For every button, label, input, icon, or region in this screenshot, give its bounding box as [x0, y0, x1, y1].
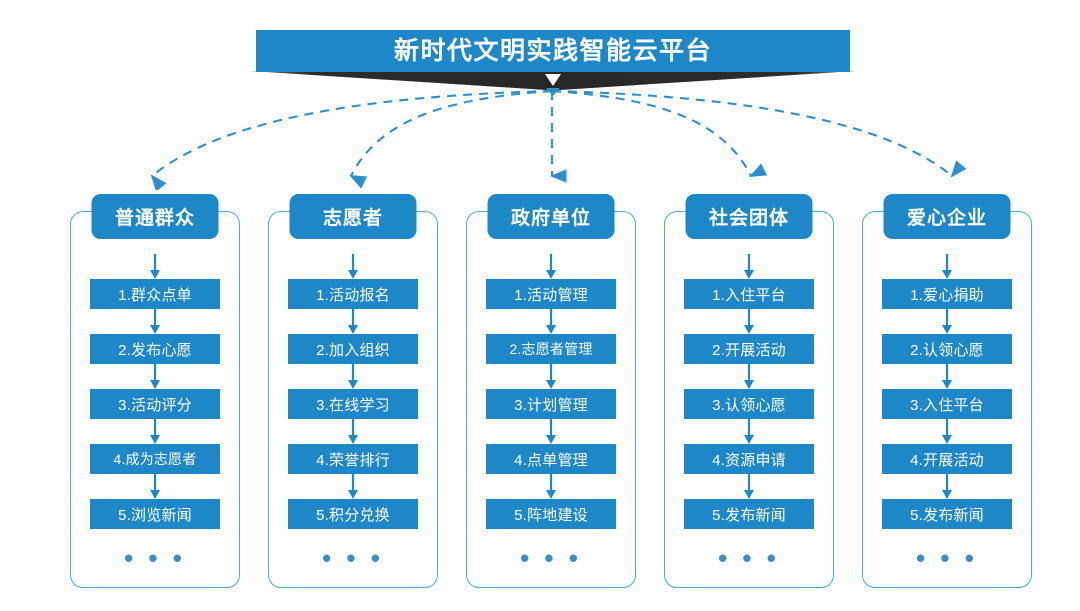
column-爱心企业[interactable]: 爱心企业 1.爱心捐助 2.认领心愿 3.入住平台 4.开展活动 5.发布新闻 …	[862, 194, 1032, 588]
step-item[interactable]: 1.活动管理	[486, 279, 616, 309]
step-item[interactable]: 2.认领心愿	[882, 334, 1012, 364]
column-header-5[interactable]: 爱心企业	[883, 194, 1011, 239]
arrow-down-icon	[150, 254, 160, 279]
more-ellipsis: • • •	[124, 543, 186, 573]
column-header-4[interactable]: 社会团体	[685, 194, 813, 239]
step-item[interactable]: 4.荣誉排行	[288, 444, 418, 474]
step-item[interactable]: 4.成为志愿者	[90, 444, 220, 474]
column-header-2[interactable]: 志愿者	[289, 194, 417, 239]
arrow-down-icon	[744, 254, 754, 279]
arrow-down-icon	[348, 419, 358, 444]
arrow-down-icon	[744, 309, 754, 334]
column-body-3: 1.活动管理 2.志愿者管理 3.计划管理 4.点单管理 5.阵地建设 • • …	[486, 254, 616, 571]
more-ellipsis: • • •	[322, 543, 384, 573]
arrow-down-icon	[150, 419, 160, 444]
step-item[interactable]: 1.群众点单	[90, 279, 220, 309]
arrow-down-icon	[744, 364, 754, 389]
arrow-down-icon	[744, 419, 754, 444]
column-社会团体[interactable]: 社会团体 1.入住平台 2.开展活动 3.认领心愿 4.资源申请 5.发布新闻 …	[664, 194, 834, 588]
arrow-down-icon	[150, 309, 160, 334]
arrow-down-icon	[546, 364, 556, 389]
step-item[interactable]: 5.积分兑换	[288, 499, 418, 529]
page-title: 新时代文明实践智能云平台	[393, 36, 712, 65]
arrow-down-icon	[942, 254, 952, 279]
arrow-down-icon	[348, 474, 358, 499]
column-header-3[interactable]: 政府单位	[487, 194, 615, 239]
step-item[interactable]: 1.入住平台	[684, 279, 814, 309]
step-item[interactable]: 5.浏览新闻	[90, 499, 220, 529]
step-item[interactable]: 2.开展活动	[684, 334, 814, 364]
arrow-down-icon	[348, 309, 358, 334]
step-item[interactable]: 3.认领心愿	[684, 389, 814, 419]
step-item[interactable]: 2.发布心愿	[90, 334, 220, 364]
step-item[interactable]: 1.活动报名	[288, 279, 418, 309]
arrow-down-icon	[546, 474, 556, 499]
step-item[interactable]: 2.志愿者管理	[486, 334, 616, 364]
arrow-down-icon	[942, 474, 952, 499]
step-item[interactable]: 3.计划管理	[486, 389, 616, 419]
column-header-1[interactable]: 普通群众	[91, 194, 219, 239]
arrow-down-icon	[942, 364, 952, 389]
arrow-down-icon	[942, 309, 952, 334]
step-item[interactable]: 3.入住平台	[882, 389, 1012, 419]
arrow-down-icon	[150, 474, 160, 499]
arrow-down-icon	[744, 474, 754, 499]
more-ellipsis: • • •	[718, 543, 780, 573]
step-item[interactable]: 5.阵地建设	[486, 499, 616, 529]
column-志愿者[interactable]: 志愿者 1.活动报名 2.加入组织 3.在线学习 4.荣誉排行 5.积分兑换 •…	[268, 194, 438, 588]
step-item[interactable]: 5.发布新闻	[882, 499, 1012, 529]
column-body-2: 1.活动报名 2.加入组织 3.在线学习 4.荣誉排行 5.积分兑换 • • •	[288, 254, 418, 571]
column-政府单位[interactable]: 政府单位 1.活动管理 2.志愿者管理 3.计划管理 4.点单管理 5.阵地建设…	[466, 194, 636, 588]
column-普通群众[interactable]: 普通群众 1.群众点单 2.发布心愿 3.活动评分 4.成为志愿者 5.浏览新闻…	[70, 194, 240, 588]
step-item[interactable]: 3.活动评分	[90, 389, 220, 419]
column-body-1: 1.群众点单 2.发布心愿 3.活动评分 4.成为志愿者 5.浏览新闻 • • …	[90, 254, 220, 571]
column-body-4: 1.入住平台 2.开展活动 3.认领心愿 4.资源申请 5.发布新闻 • • •	[684, 254, 814, 571]
step-item[interactable]: 3.在线学习	[288, 389, 418, 419]
arrow-down-icon	[942, 419, 952, 444]
more-ellipsis: • • •	[520, 543, 582, 573]
arrow-down-icon	[546, 309, 556, 334]
step-item[interactable]: 2.加入组织	[288, 334, 418, 364]
arrow-down-icon	[348, 254, 358, 279]
step-item[interactable]: 4.资源申请	[684, 444, 814, 474]
arrow-down-icon	[150, 364, 160, 389]
arrow-down-icon	[348, 364, 358, 389]
column-body-5: 1.爱心捐助 2.认领心愿 3.入住平台 4.开展活动 5.发布新闻 • • •	[882, 254, 1012, 571]
more-ellipsis: • • •	[916, 543, 978, 573]
platform-title-bar: 新时代文明实践智能云平台	[256, 30, 850, 72]
step-item[interactable]: 4.开展活动	[882, 444, 1012, 474]
arrow-down-icon	[546, 254, 556, 279]
step-item[interactable]: 5.发布新闻	[684, 499, 814, 529]
step-item[interactable]: 4.点单管理	[486, 444, 616, 474]
arrow-down-icon	[546, 419, 556, 444]
step-item[interactable]: 1.爱心捐助	[882, 279, 1012, 309]
